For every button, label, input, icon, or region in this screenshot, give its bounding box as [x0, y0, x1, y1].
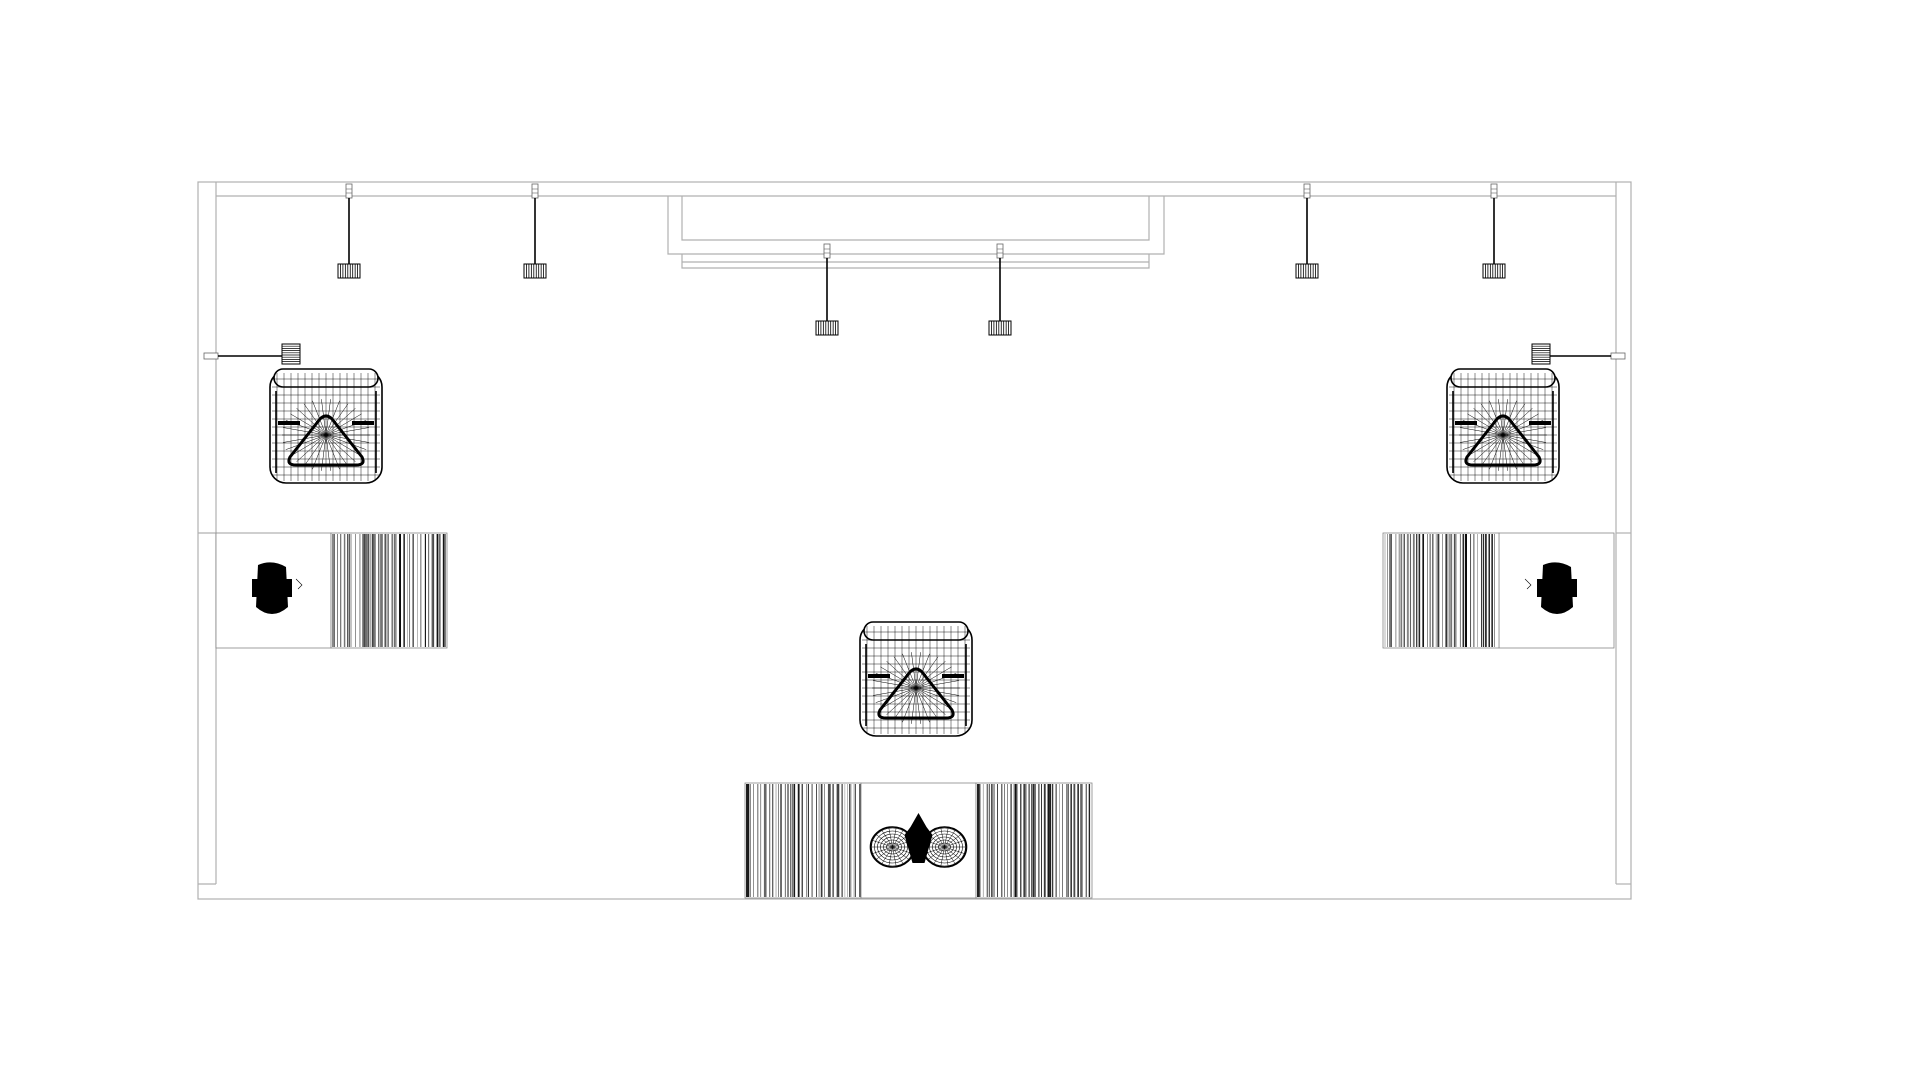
shoe-displays — [215, 532, 1615, 899]
armchair-icon — [269, 368, 383, 484]
room-outline — [197, 181, 1632, 900]
ceiling-spotlight-icon — [523, 183, 547, 279]
shoe-display-icon — [1382, 532, 1615, 649]
armchairs — [269, 368, 1560, 737]
wall-spotlight-icon — [203, 343, 301, 365]
shoe-display-icon — [744, 782, 1093, 899]
shoe-display-icon — [215, 532, 448, 649]
wall-spotlights — [203, 343, 1626, 365]
ceiling-spotlight-icon — [815, 243, 839, 336]
ceiling-spotlights — [337, 183, 1506, 336]
raised-ceiling-section — [667, 196, 1165, 269]
room-walls — [197, 181, 1632, 900]
ceiling-spotlight-icon — [1295, 183, 1319, 279]
wall-spotlight-icon — [1531, 343, 1626, 365]
ceiling-spotlight-icon — [988, 243, 1012, 336]
ceiling-spotlight-icon — [337, 183, 361, 279]
armchair-icon — [1446, 368, 1560, 484]
ceiling-spotlight-icon — [1482, 183, 1506, 279]
armchair-icon — [859, 621, 973, 737]
